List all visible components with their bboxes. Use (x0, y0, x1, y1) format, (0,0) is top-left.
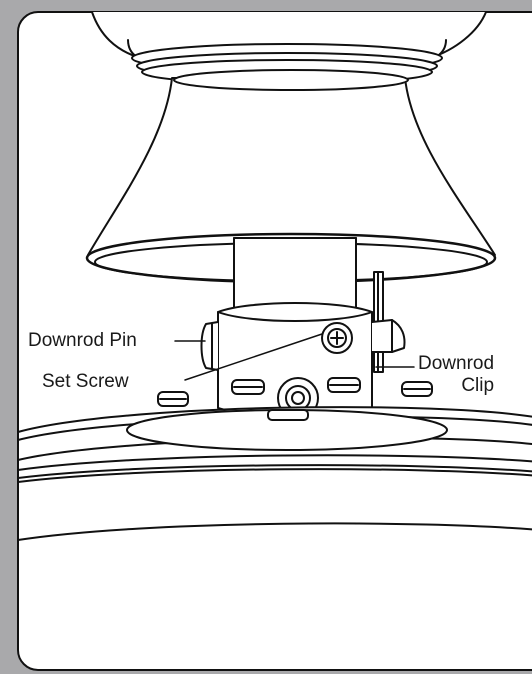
downrod-clip-label-line2: Clip (461, 374, 495, 396)
set-screw-label: Set Screw (42, 371, 129, 392)
plate-bolts (157, 377, 433, 421)
leader-lines (174, 333, 415, 381)
fan-body (17, 454, 532, 541)
downrod-pin (200, 321, 219, 371)
downrod-clip-label-line1: Downrod (418, 353, 495, 374)
downrod-pin-label: Downrod Pin (28, 330, 137, 351)
downrod-tube (233, 237, 357, 309)
downrod-clip-label: Downrod Clip (418, 353, 494, 397)
pin-head-right (371, 319, 406, 353)
set-screw (321, 322, 353, 354)
